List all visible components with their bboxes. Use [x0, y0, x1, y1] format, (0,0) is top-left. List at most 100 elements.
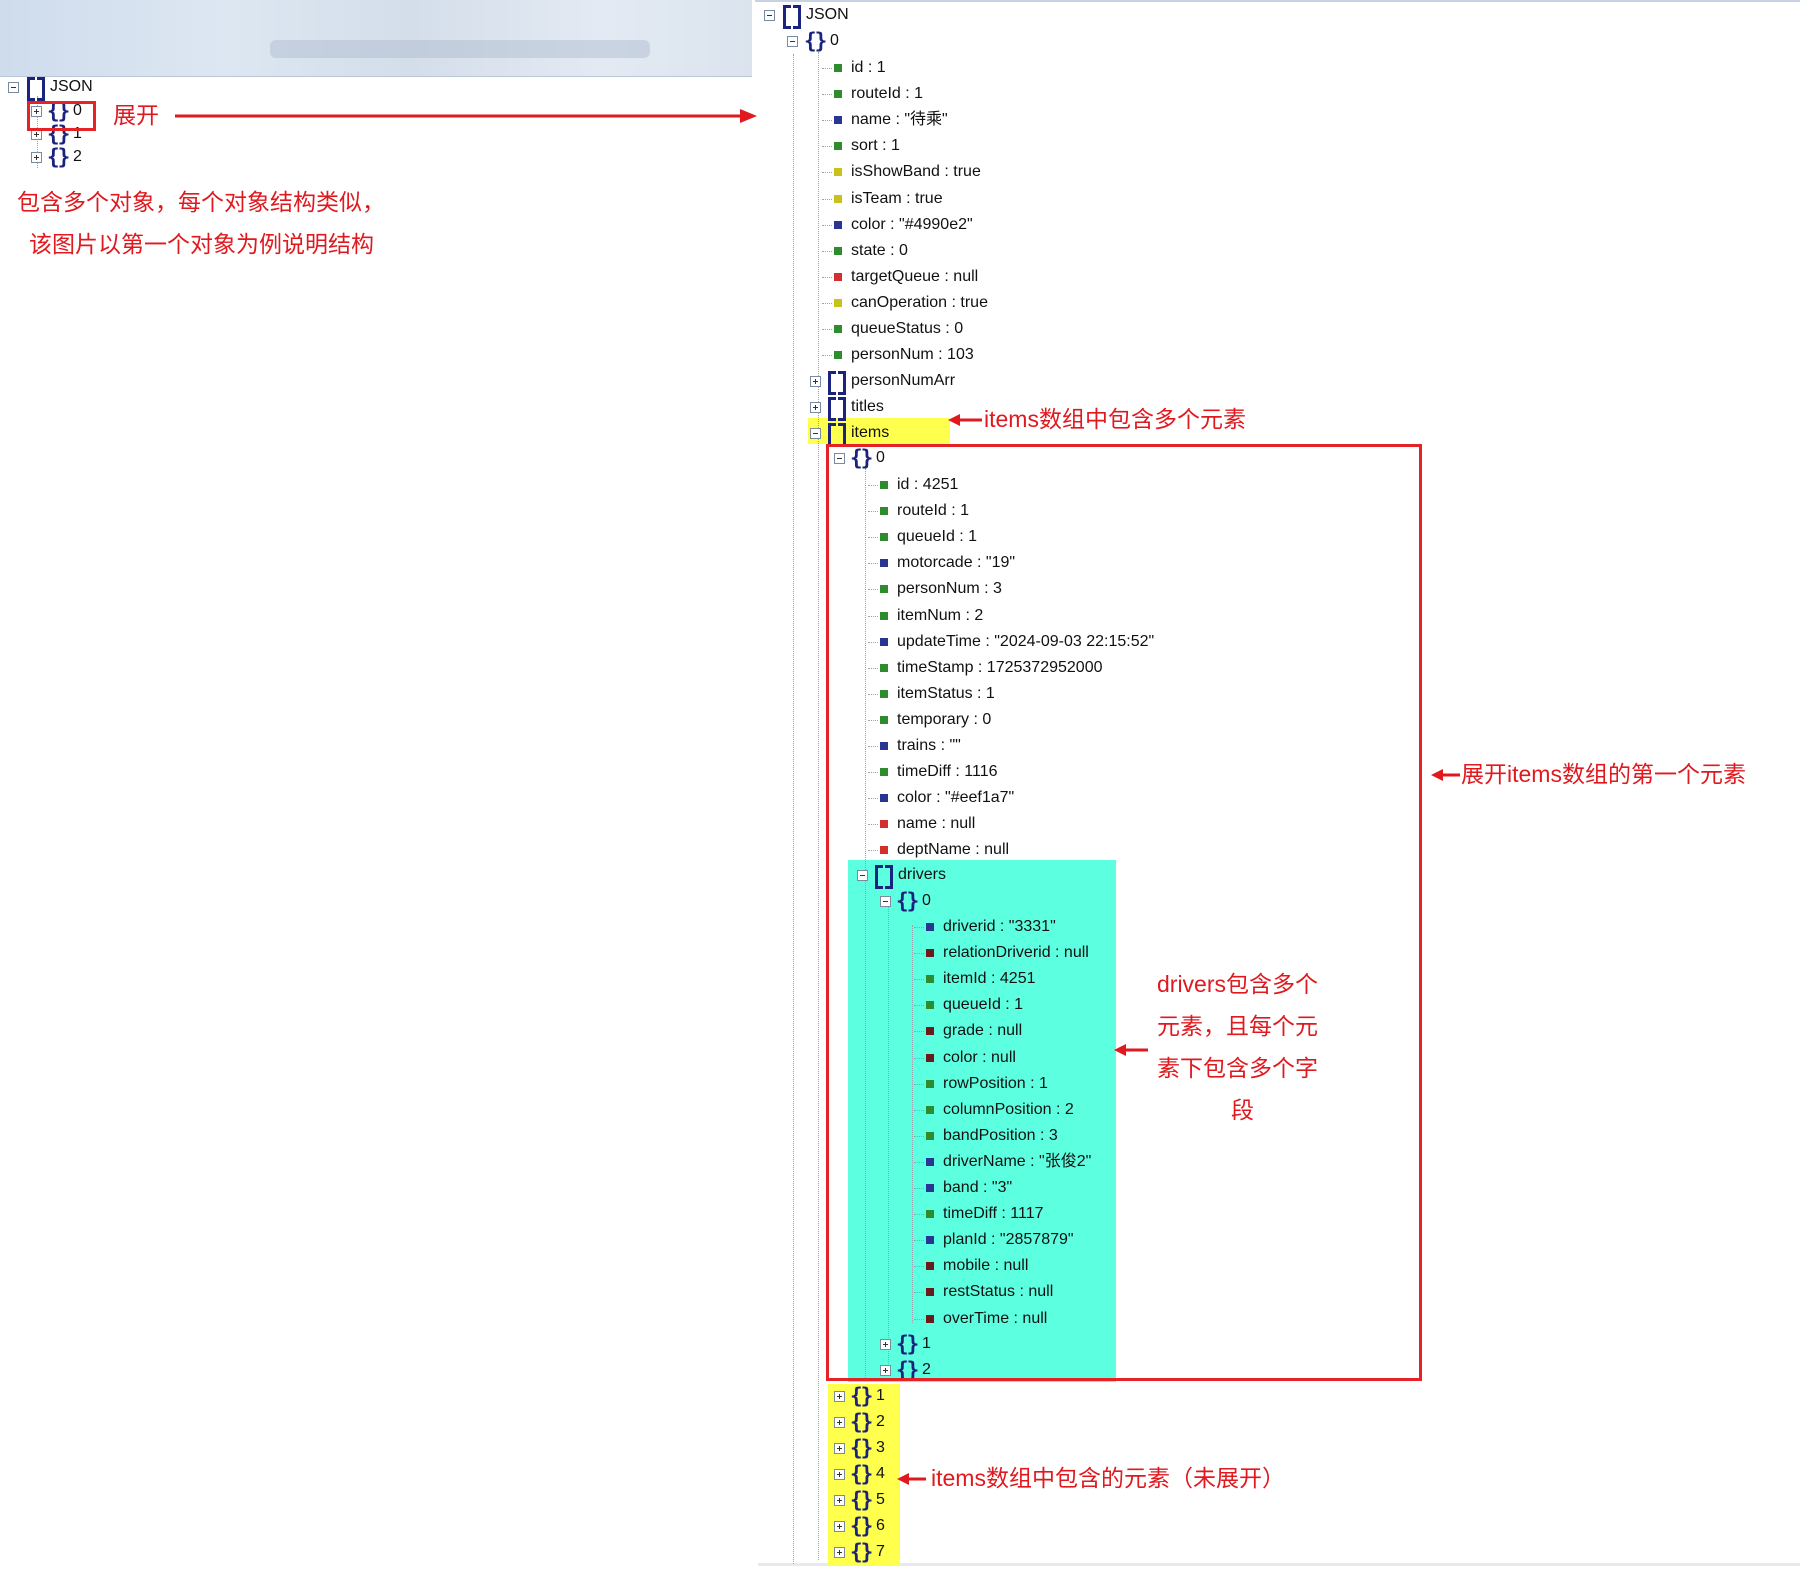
value-type-icon: [926, 1262, 934, 1271]
field-label[interactable]: state : 0: [851, 241, 908, 259]
field-label[interactable]: timeStamp : 1725372952000: [897, 658, 1103, 676]
field-label[interactable]: relationDriverid : null: [943, 944, 1089, 962]
expand-toggle[interactable]: [834, 1443, 845, 1454]
field-label[interactable]: deptName : null: [897, 841, 1010, 859]
field-label[interactable]: routeId : 1: [851, 85, 924, 103]
object-icon: {}: [850, 1488, 873, 1512]
field-label[interactable]: name : null: [897, 815, 976, 833]
field-label[interactable]: mobile : null: [943, 1257, 1029, 1275]
collapse-toggle[interactable]: [8, 82, 19, 93]
value-type-icon: [880, 611, 888, 620]
value-type-icon: [880, 663, 888, 672]
collapse-toggle[interactable]: [787, 36, 798, 47]
array-label[interactable]: items: [851, 424, 890, 441]
array-icon: [826, 396, 848, 421]
expand-toggle[interactable]: [880, 1365, 891, 1376]
field-label[interactable]: isTeam : true: [851, 189, 943, 207]
field-label[interactable]: restStatus : null: [943, 1283, 1054, 1301]
field-label[interactable]: queueId : 1: [897, 528, 978, 546]
field-label[interactable]: personNum : 103: [851, 346, 974, 364]
field-label[interactable]: temporary : 0: [897, 710, 992, 728]
tree-guide: [914, 1240, 924, 1242]
value-type-icon: [880, 742, 888, 750]
drivers-label[interactable]: drivers: [898, 866, 947, 883]
expand-toggle[interactable]: [880, 1339, 891, 1350]
object-index-label[interactable]: 1: [876, 1387, 885, 1404]
collapse-toggle[interactable]: [810, 428, 821, 439]
expand-toggle[interactable]: [834, 1495, 845, 1506]
object-index-label[interactable]: 1: [922, 1335, 931, 1352]
field-label[interactable]: timeDiff : 1116: [897, 763, 998, 781]
field-label[interactable]: timeDiff : 1117: [943, 1205, 1044, 1223]
tree-guide: [868, 589, 878, 591]
tree-guide: [868, 719, 878, 721]
field-label[interactable]: itemId : 4251: [943, 970, 1036, 988]
field-label[interactable]: id : 1: [851, 59, 886, 76]
field-label[interactable]: queueStatus : 0: [851, 320, 964, 337]
object-icon: {}: [47, 99, 70, 123]
field-label[interactable]: rowPosition : 1: [943, 1074, 1048, 1092]
field-label[interactable]: targetQueue : null: [851, 267, 979, 285]
field-label[interactable]: updateTime : "2024-09-03 22:15:52": [897, 632, 1155, 650]
expand-toggle[interactable]: [834, 1521, 845, 1532]
field-label[interactable]: id : 4251: [897, 476, 959, 493]
expand-toggle[interactable]: [834, 1547, 845, 1558]
value-type-icon: [834, 272, 842, 281]
collapse-toggle[interactable]: [880, 896, 891, 907]
array-label[interactable]: titles: [851, 398, 884, 415]
object-index-label[interactable]: 4: [876, 1465, 885, 1482]
field-label[interactable]: motorcade : "19": [897, 554, 1016, 572]
drivers-annotation-line2: 元素，且每个元: [1157, 1013, 1318, 1039]
object-index-label[interactable]: 0: [922, 892, 931, 909]
expand-toggle[interactable]: [31, 106, 42, 117]
value-type-icon: [880, 637, 888, 646]
object-index-label[interactable]: 2: [922, 1361, 931, 1378]
field-label[interactable]: itemNum : 2: [897, 606, 984, 624]
field-label[interactable]: name : "待乘": [851, 111, 948, 129]
object-index-label[interactable]: 7: [876, 1543, 885, 1560]
object-index-label[interactable]: 2: [73, 148, 82, 165]
field-label[interactable]: band : "3": [943, 1179, 1013, 1196]
object-index-label[interactable]: 0: [876, 449, 885, 466]
array-label[interactable]: personNumArr: [851, 372, 956, 389]
value-type-icon: [880, 794, 888, 803]
field-label[interactable]: columnPosition : 2: [943, 1100, 1074, 1118]
field-label[interactable]: driverid : "3331": [943, 918, 1056, 935]
value-type-icon: [926, 1131, 934, 1140]
object-index-label[interactable]: 1: [73, 125, 82, 142]
object-index-label[interactable]: 0: [830, 32, 839, 49]
left-root-label[interactable]: JSON: [50, 78, 93, 95]
field-label[interactable]: queueId : 1: [943, 996, 1024, 1014]
field-label[interactable]: bandPosition : 3: [943, 1126, 1058, 1144]
field-label[interactable]: color : null: [943, 1048, 1016, 1066]
collapse-toggle[interactable]: [764, 10, 775, 21]
expand-toggle[interactable]: [810, 376, 821, 387]
field-label[interactable]: routeId : 1: [897, 502, 970, 520]
field-label[interactable]: trains : "": [897, 737, 961, 754]
expand-toggle[interactable]: [810, 402, 821, 413]
right-root-label[interactable]: JSON: [806, 6, 849, 23]
tree-guide: [914, 927, 924, 928]
field-label[interactable]: grade : null: [943, 1022, 1023, 1040]
field-label[interactable]: driverName : "张俊2": [943, 1152, 1092, 1170]
object-index-label[interactable]: 5: [876, 1491, 885, 1508]
field-label[interactable]: itemStatus : 1: [897, 684, 995, 702]
field-label[interactable]: sort : 1: [851, 137, 900, 155]
field-label[interactable]: personNum : 3: [897, 580, 1002, 598]
expand-toggle[interactable]: [31, 152, 42, 163]
field-label[interactable]: canOperation : true: [851, 293, 988, 311]
field-label[interactable]: isShowBand : true: [851, 163, 981, 181]
field-label[interactable]: color : "#4990e2": [851, 215, 973, 233]
field-label[interactable]: overTime : null: [943, 1309, 1048, 1327]
collapse-toggle[interactable]: [857, 870, 868, 881]
collapse-toggle[interactable]: [834, 453, 845, 464]
expand-toggle[interactable]: [834, 1417, 845, 1428]
expand-toggle[interactable]: [834, 1469, 845, 1480]
expand-toggle[interactable]: [834, 1391, 845, 1402]
field-label[interactable]: planId : "2857879": [943, 1231, 1074, 1249]
object-index-label[interactable]: 2: [876, 1413, 885, 1430]
field-label[interactable]: color : "#eef1a7": [897, 789, 1015, 807]
object-index-label[interactable]: 3: [876, 1439, 885, 1456]
object-index-label[interactable]: 6: [876, 1517, 885, 1534]
object-index-label[interactable]: 0: [73, 102, 82, 119]
